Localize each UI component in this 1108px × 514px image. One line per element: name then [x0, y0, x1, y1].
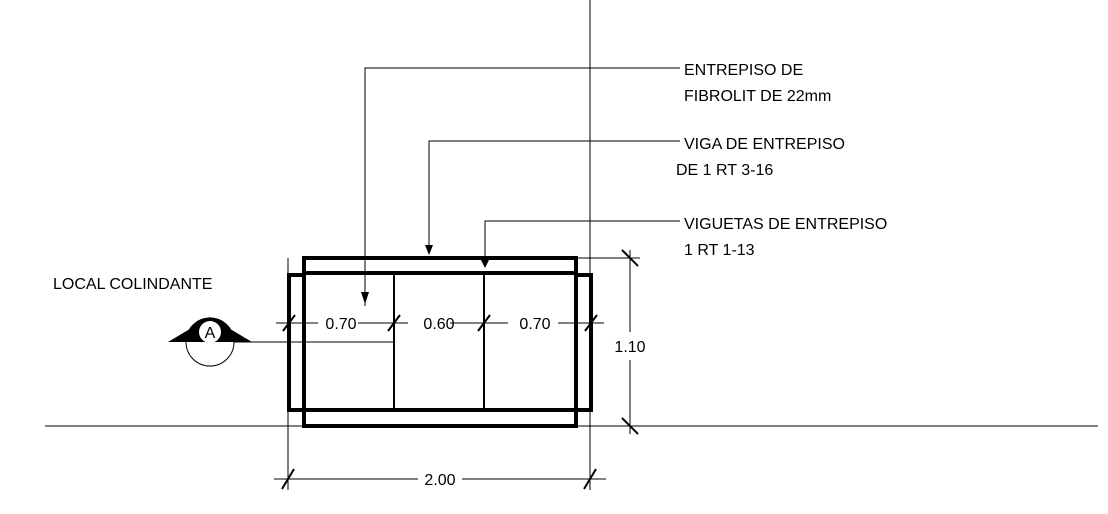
note-viga-line1: VIGA DE ENTREPISO [684, 136, 845, 153]
note-entrepiso-line2: FIBROLIT DE 22mm [684, 88, 831, 105]
local-colindante-label: LOCAL COLINDANTE [53, 276, 212, 293]
note-viguetas-line2: 1 RT 1-13 [684, 242, 755, 259]
leader-viga [428, 140, 680, 250]
tick-484 [477, 314, 491, 332]
leaders [361, 67, 680, 306]
leader-viguetas [484, 220, 680, 264]
tick-height-top [621, 249, 639, 267]
leader-viguetas-arrow [481, 260, 489, 268]
tick-total-right [583, 468, 597, 490]
section-marker-letter: A [205, 325, 216, 342]
total-width-dimension-line [274, 468, 606, 490]
leader-entrepiso-arrow [361, 292, 369, 304]
dim-height: 1.10 [614, 339, 645, 356]
tick-591 [584, 314, 598, 332]
tick-289 [282, 314, 296, 332]
dim-total-width: 2.00 [424, 472, 455, 489]
tick-394 [387, 314, 401, 332]
dim-span-middle: 0.60 [423, 316, 454, 333]
tick-total-left [281, 468, 295, 490]
section-marker-letter-bg [199, 321, 221, 343]
note-viguetas-line1: VIGUETAS DE ENTREPISO [684, 216, 887, 233]
leader-viga-arrow [425, 245, 433, 255]
right-side-beam [574, 273, 593, 412]
height-dimension-line [576, 249, 640, 435]
dim-span-left: 0.70 [325, 316, 356, 333]
tick-height-bottom [621, 417, 639, 435]
leader-entrepiso [364, 67, 680, 306]
note-entrepiso-line1: ENTREPISO DE [684, 62, 803, 79]
dim-span-right: 0.70 [519, 316, 550, 333]
section-marker: A [168, 317, 394, 367]
span-dimension-line [276, 314, 604, 332]
note-viga-line2: DE 1 RT 3-16 [676, 162, 773, 179]
